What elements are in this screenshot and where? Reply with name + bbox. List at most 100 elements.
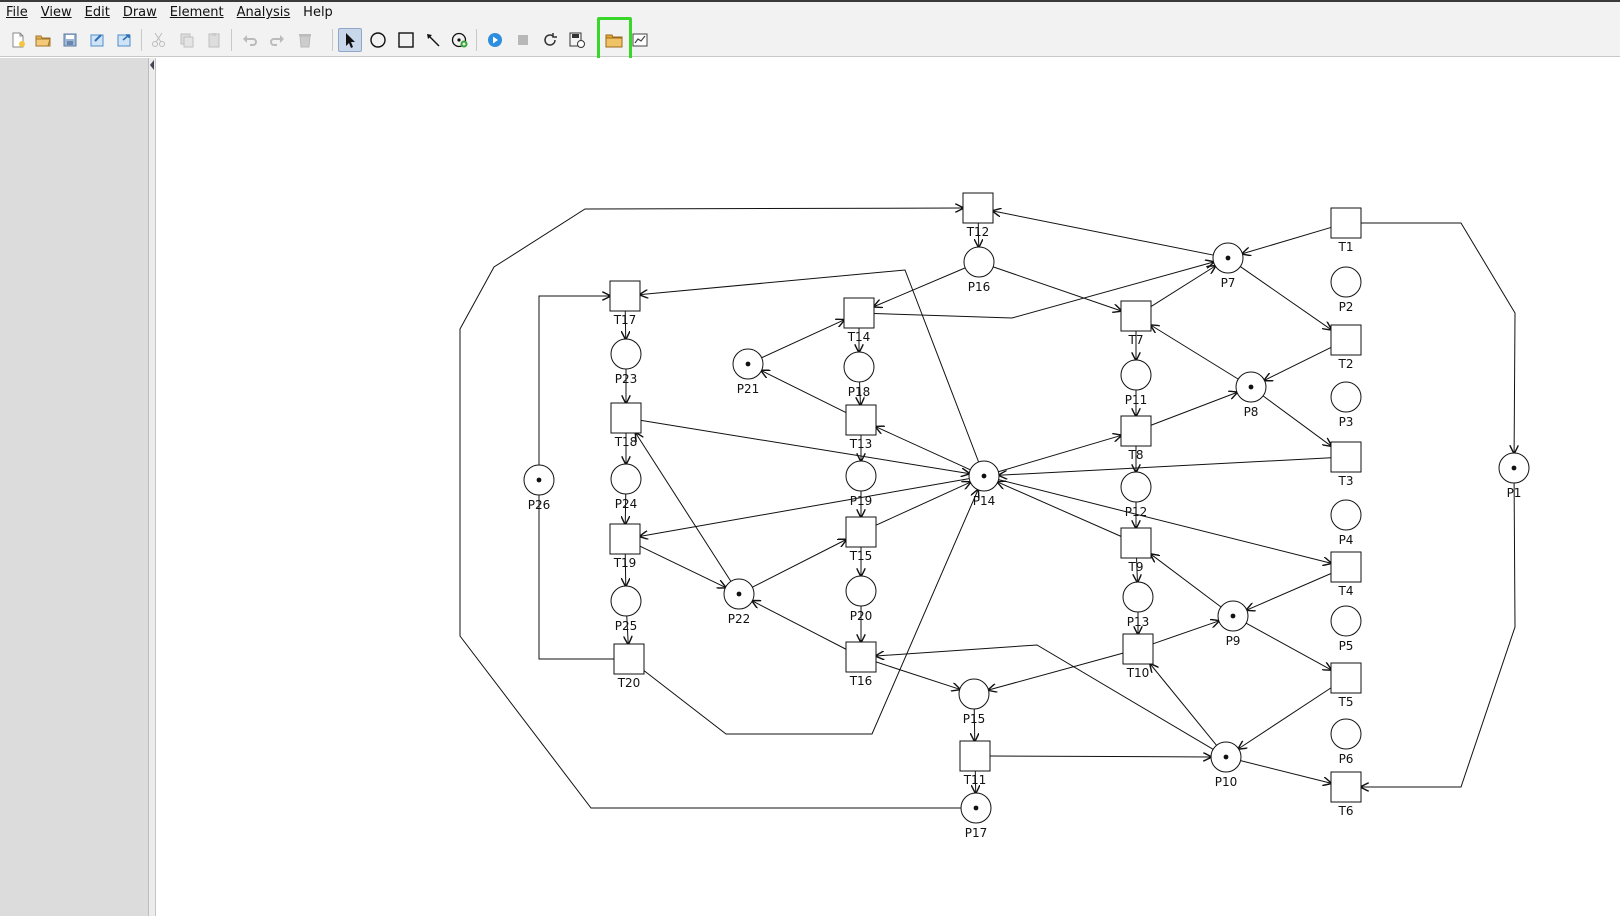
menu-element[interactable]: Element	[164, 2, 231, 24]
transition-box[interactable]	[614, 644, 644, 674]
place-p14[interactable]: P14	[969, 461, 999, 508]
arc-T11-P10[interactable]	[990, 756, 1211, 757]
transition-box[interactable]	[1331, 663, 1361, 693]
place-p24[interactable]: P24	[611, 464, 641, 511]
export-button[interactable]	[112, 28, 136, 52]
arc-P21-T14[interactable]	[762, 320, 844, 358]
transition-box[interactable]	[610, 281, 640, 311]
arc-P16-T7[interactable]	[993, 267, 1121, 311]
place-circle[interactable]	[611, 464, 641, 494]
place-p13[interactable]: P13	[1123, 582, 1153, 629]
transition-t8[interactable]: T8	[1121, 416, 1151, 462]
arc-P1-T6[interactable]	[1361, 483, 1515, 787]
arc-tool-button[interactable]	[421, 28, 445, 52]
arc-P14-T17[interactable]	[640, 270, 979, 462]
transition-t1[interactable]: T1	[1331, 208, 1361, 254]
arc-P22-T18[interactable]	[636, 433, 731, 581]
place-circle[interactable]	[846, 576, 876, 606]
paste-button[interactable]	[202, 28, 226, 52]
arc-T10-P9[interactable]	[1153, 621, 1219, 644]
transition-t4[interactable]: T4	[1331, 552, 1361, 598]
transition-box[interactable]	[1331, 208, 1361, 238]
place-circle[interactable]	[1331, 267, 1361, 297]
transition-t7[interactable]: T7	[1121, 301, 1151, 347]
play-button[interactable]	[483, 28, 507, 52]
place-circle[interactable]	[846, 461, 876, 491]
transition-box[interactable]	[1121, 416, 1151, 446]
place-circle[interactable]	[1331, 606, 1361, 636]
place-circle[interactable]	[611, 586, 641, 616]
transition-box[interactable]	[963, 193, 993, 223]
menu-analysis[interactable]: Analysis	[231, 2, 298, 24]
place-p25[interactable]: P25	[611, 586, 641, 633]
transition-t19[interactable]: T19	[610, 524, 640, 570]
transition-box[interactable]	[846, 642, 876, 672]
place-p10[interactable]: P10	[1211, 742, 1241, 789]
transition-t12[interactable]: T12	[963, 193, 993, 239]
place-p20[interactable]: P20	[846, 576, 876, 623]
place-p12[interactable]: P12	[1121, 472, 1151, 519]
transition-t6[interactable]: T6	[1331, 772, 1361, 818]
arc-T3-P14[interactable]	[999, 458, 1331, 475]
place-circle[interactable]	[1331, 719, 1361, 749]
undo-button[interactable]	[238, 28, 262, 52]
menu-view[interactable]: View	[35, 2, 79, 24]
save-button[interactable]	[58, 28, 82, 52]
place-circle[interactable]	[611, 339, 641, 369]
place-p5[interactable]: P5	[1331, 606, 1361, 653]
place-circle[interactable]	[1123, 582, 1153, 612]
transition-box[interactable]	[611, 403, 641, 433]
transition-box[interactable]	[1331, 772, 1361, 802]
transition-t11[interactable]: T11	[960, 741, 990, 787]
token-tool-button[interactable]	[448, 28, 472, 52]
delete-button[interactable]	[293, 28, 317, 52]
transition-tool-button[interactable]	[394, 28, 418, 52]
select-tool-button[interactable]	[338, 28, 362, 52]
transition-t13[interactable]: T13	[846, 405, 876, 451]
menu-edit[interactable]: Edit	[79, 2, 117, 24]
copy-button[interactable]	[175, 28, 199, 52]
transition-box[interactable]	[610, 524, 640, 554]
arc-P9-T5[interactable]	[1246, 623, 1331, 670]
place-p15[interactable]: P15	[959, 679, 989, 726]
place-circle[interactable]	[1121, 360, 1151, 390]
transition-t15[interactable]: T15	[846, 517, 876, 563]
arc-P8-T7[interactable]	[1151, 325, 1238, 379]
arc-P10-T16[interactable]	[876, 645, 1213, 749]
place-p21[interactable]: P21	[733, 349, 763, 396]
arc-P14-T19[interactable]	[640, 479, 969, 537]
place-p11[interactable]: P11	[1121, 360, 1151, 407]
arc-T5-P10[interactable]	[1239, 688, 1331, 749]
place-circle[interactable]	[1121, 472, 1151, 502]
transition-t14[interactable]: T14	[844, 298, 874, 344]
place-p3[interactable]: P3	[1331, 382, 1361, 429]
petri-net-diagram[interactable]: P1P2P3P4P5P6P7P8P9P10P11P12P13P14P15P16P…	[156, 58, 1620, 916]
cut-button[interactable]	[147, 28, 171, 52]
new-file-button[interactable]	[6, 28, 30, 52]
place-p1[interactable]: P1	[1499, 453, 1529, 500]
arc-T15-P14[interactable]	[876, 482, 970, 525]
arc-T16-P15[interactable]	[876, 662, 960, 689]
place-p22[interactable]: P22	[724, 579, 754, 626]
arc-P14-T4[interactable]	[999, 480, 1331, 564]
arc-T9-P14[interactable]	[998, 482, 1121, 536]
arc-P22-T15[interactable]	[752, 540, 846, 588]
arc-T8-P8[interactable]	[1151, 392, 1237, 425]
open-file-button[interactable]	[31, 28, 55, 52]
transition-box[interactable]	[1331, 325, 1361, 355]
arc-T4-P9[interactable]	[1247, 574, 1331, 611]
stop-button[interactable]	[511, 28, 535, 52]
arc-P7-T2[interactable]	[1240, 267, 1331, 330]
arc-T2-P8[interactable]	[1264, 347, 1331, 380]
arc-P7-T12[interactable]	[993, 211, 1213, 255]
place-p7[interactable]: P7	[1213, 243, 1243, 290]
transition-box[interactable]	[1331, 442, 1361, 472]
arc-T14-P7[interactable]	[874, 262, 1214, 318]
place-circle[interactable]	[959, 679, 989, 709]
transition-t17[interactable]: T17	[610, 281, 640, 327]
transition-box[interactable]	[960, 741, 990, 771]
place-p16[interactable]: P16	[964, 247, 994, 294]
save-as-button[interactable]	[85, 28, 109, 52]
arc-T7-P7[interactable]	[1151, 266, 1215, 307]
